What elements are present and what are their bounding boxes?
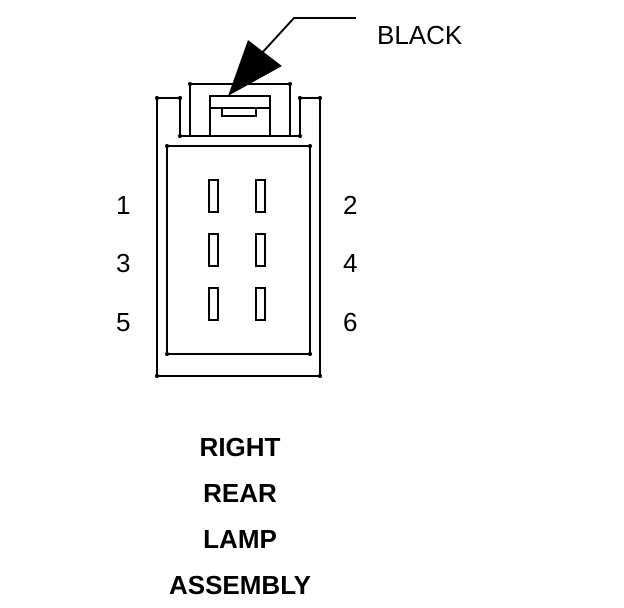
component-title: RIGHT REAR LAMP ASSEMBLY bbox=[120, 424, 360, 608]
callout-leader bbox=[249, 17, 356, 67]
pin-label-5: 5 bbox=[116, 307, 131, 337]
pin-label-3: 3 bbox=[116, 248, 131, 278]
pin-label-1: 1 bbox=[116, 190, 131, 220]
callout-arrowhead bbox=[228, 40, 282, 96]
pin-label-4: 4 bbox=[343, 248, 358, 278]
connector-cavity bbox=[166, 145, 311, 355]
terminal-2 bbox=[255, 179, 266, 213]
connector-latch-tab bbox=[221, 107, 257, 117]
pin-label-2: 2 bbox=[343, 190, 358, 220]
callout-label-black: BLACK bbox=[377, 20, 463, 50]
terminal-3 bbox=[208, 233, 219, 267]
pin-terminals bbox=[208, 179, 266, 321]
title-line-4: ASSEMBLY bbox=[168, 570, 312, 600]
terminal-6 bbox=[255, 287, 266, 321]
title-line-3: LAMP bbox=[203, 524, 277, 554]
title-line-2: REAR bbox=[203, 478, 277, 508]
terminal-4 bbox=[255, 233, 266, 267]
terminal-5 bbox=[208, 287, 219, 321]
connector-body-outline bbox=[156, 97, 321, 377]
title-line-1: RIGHT bbox=[199, 432, 281, 462]
connector-latch-inner bbox=[209, 95, 271, 136]
pin-label-6: 6 bbox=[343, 307, 358, 337]
connector-latch bbox=[189, 83, 291, 136]
terminal-1 bbox=[208, 179, 219, 213]
